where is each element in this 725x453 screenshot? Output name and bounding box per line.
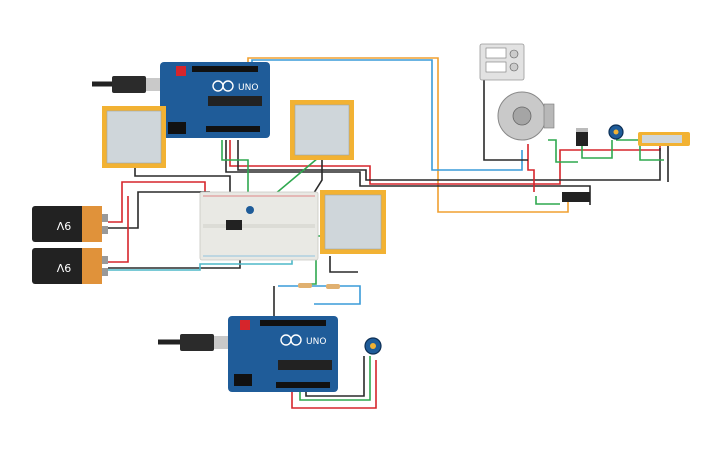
resistor-1[interactable] [298, 283, 312, 288]
wire-relay-green[interactable] [535, 196, 560, 205]
header-top-digital [192, 66, 258, 72]
header-top-analog [206, 126, 260, 132]
wire-bottom-red[interactable] [291, 360, 377, 409]
wire-lcd-mid-black[interactable] [311, 160, 323, 197]
chip-bottom [278, 360, 332, 370]
header-bottom-digital [260, 320, 326, 326]
breadboard-channel [203, 224, 315, 228]
voltage-regulator[interactable] [576, 128, 588, 146]
display-pad-left[interactable] [102, 106, 166, 168]
arduino-top[interactable]: UNO [92, 62, 270, 138]
display-pad-middle[interactable] [290, 100, 354, 160]
wire-green-top[interactable] [221, 140, 249, 205]
wire-red-bus[interactable] [229, 140, 661, 185]
wire-bottom-green[interactable] [299, 356, 371, 401]
battery-1-terminal-2 [102, 226, 108, 234]
power-module[interactable] [479, 43, 525, 81]
chip-top [208, 96, 262, 106]
wire-top-module-black[interactable] [483, 80, 528, 161]
sensor-strip[interactable] [638, 132, 690, 146]
usb-connector-top [146, 78, 160, 91]
display-pad-right[interactable] [320, 190, 386, 254]
breadboard[interactable] [199, 191, 319, 261]
infinity-logo-top-2 [222, 80, 234, 92]
wire-battery-red-1[interactable] [108, 181, 206, 223]
wire-battery-black-1[interactable] [108, 191, 210, 229]
board-brand-bottom: UNO [306, 337, 326, 347]
header-bottom-analog [276, 382, 330, 388]
arduino-bottom[interactable]: UNO [158, 316, 338, 392]
arduino-board-bottom [228, 316, 338, 392]
usb-plug-top [112, 76, 146, 93]
infinity-logo-bottom-2 [290, 334, 302, 346]
battery-2-label: 9V [56, 261, 71, 274]
wire-right-black[interactable] [660, 139, 669, 182]
dc-motor[interactable] [497, 91, 555, 141]
battery-1[interactable]: 9V [32, 206, 108, 242]
breadboard-component [246, 206, 254, 214]
wire-lcd-left[interactable] [134, 168, 231, 192]
battery-1-label: 9V [56, 219, 71, 232]
wire-pad-right-black[interactable] [329, 256, 358, 273]
reset-button-top[interactable] [176, 66, 186, 76]
wire-black-bus[interactable] [237, 140, 661, 181]
power-jack-bottom [234, 374, 252, 386]
resistor-2[interactable] [326, 284, 340, 289]
board-brand-top: UNO [238, 83, 258, 93]
battery-1-terminal [102, 214, 108, 222]
wire-reg-green[interactable] [581, 140, 613, 159]
reset-button-bottom[interactable] [240, 320, 250, 330]
usb-connector-bottom [214, 336, 228, 349]
wire-orange-top[interactable] [247, 57, 569, 213]
wire-black-bus-2[interactable] [225, 140, 591, 205]
usb-plug-bottom [180, 334, 214, 351]
battery-2[interactable]: 9V [32, 248, 108, 284]
breadboard-ic [226, 220, 242, 230]
wire-blue-top[interactable] [251, 59, 523, 171]
wire-pot-green[interactable] [616, 139, 664, 161]
potentiometer-bottom[interactable] [364, 337, 382, 355]
relay-chip[interactable] [562, 192, 590, 202]
wire-battery-red-2[interactable] [108, 196, 129, 263]
potentiometer-right[interactable] [608, 124, 624, 140]
battery-2-terminal-2 [102, 268, 108, 276]
wire-motor-green[interactable] [548, 139, 578, 163]
battery-2-terminal [102, 256, 108, 264]
wire-resistor-blue[interactable] [278, 285, 361, 305]
wire-motor-red[interactable] [527, 144, 535, 192]
power-jack-top [168, 122, 186, 134]
